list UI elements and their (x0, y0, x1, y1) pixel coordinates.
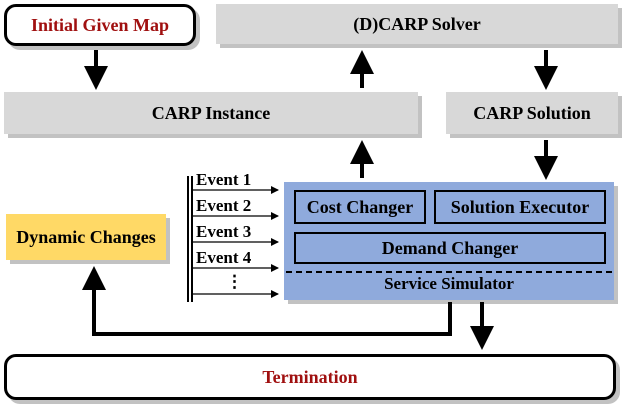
solution-executor-label: Solution Executor (450, 196, 590, 217)
initial-given-map-node: Initial Given Map (4, 4, 196, 46)
dynamic-changes-node: Dynamic Changes (6, 214, 166, 260)
demand-changer-node: Demand Changer (294, 232, 606, 264)
arrow-simulator-to-dynamic-changes (82, 266, 452, 336)
carp-solution-label: CARP Solution (473, 102, 591, 123)
dcarp-solver-node: (D)CARP Solver (216, 4, 618, 44)
service-simulator-panel: Cost Changer Solution Executor Demand Ch… (284, 182, 614, 300)
event-label-1: Event 1 (196, 170, 252, 189)
dcarp-solver-label: (D)CARP Solver (353, 13, 481, 34)
carp-instance-label: CARP Instance (151, 102, 271, 123)
event-label-more: ⋮ (226, 272, 243, 291)
carp-instance-node: CARP Instance (4, 92, 418, 134)
event-label-2: Event 2 (196, 196, 252, 215)
solution-executor-node: Solution Executor (434, 190, 606, 224)
dynamic-changes-label: Dynamic Changes (16, 226, 156, 247)
event-label-4: Event 4 (196, 248, 252, 267)
cost-changer-label: Cost Changer (306, 196, 414, 217)
initial-given-map-label: Initial Given Map (30, 14, 169, 35)
cost-changer-node: Cost Changer (294, 190, 426, 224)
service-simulator-label: Service Simulator (384, 274, 514, 293)
termination-node: Termination (4, 354, 616, 400)
demand-changer-label: Demand Changer (381, 237, 519, 258)
event-label-3: Event 3 (196, 222, 252, 241)
termination-label: Termination (262, 366, 358, 387)
carp-solution-node: CARP Solution (446, 92, 618, 134)
